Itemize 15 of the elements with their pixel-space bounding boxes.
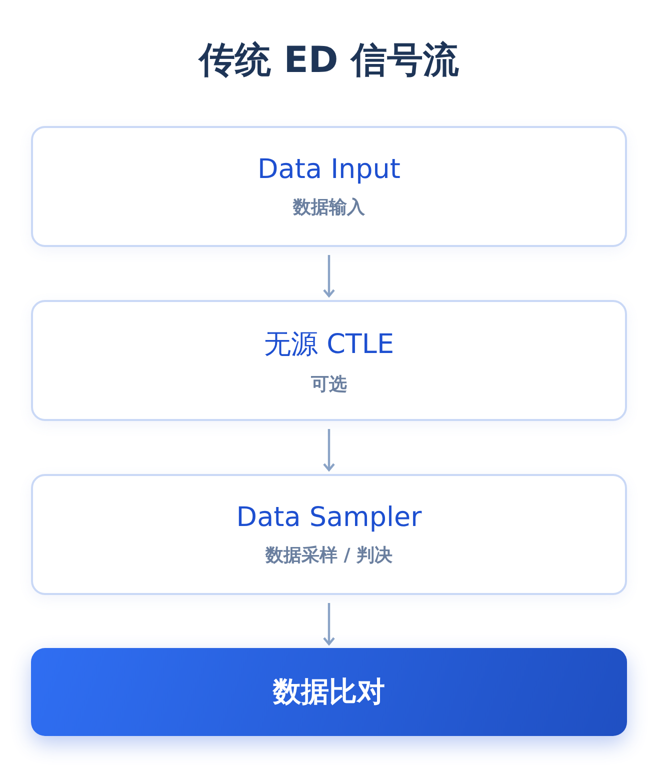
arrow <box>322 603 336 646</box>
process-box <box>31 126 627 247</box>
box-title: Data Input <box>258 154 400 185</box>
arrow <box>322 255 336 298</box>
process-box <box>31 474 627 595</box>
box-title: 数据比对 <box>273 674 385 710</box>
box-subtitle: 数据采样 / 判决 <box>265 544 393 567</box>
box-title: Data Sampler <box>236 502 422 533</box>
result-box <box>31 648 627 736</box>
arrow <box>322 429 336 472</box>
box-subtitle: 数据输入 <box>293 196 365 219</box>
box-subtitle: 可选 <box>311 372 347 396</box>
diagram-title: 传统 ED 信号流 <box>197 39 460 83</box>
box-title: 无源 CTLE <box>264 328 394 362</box>
process-box <box>31 300 627 421</box>
